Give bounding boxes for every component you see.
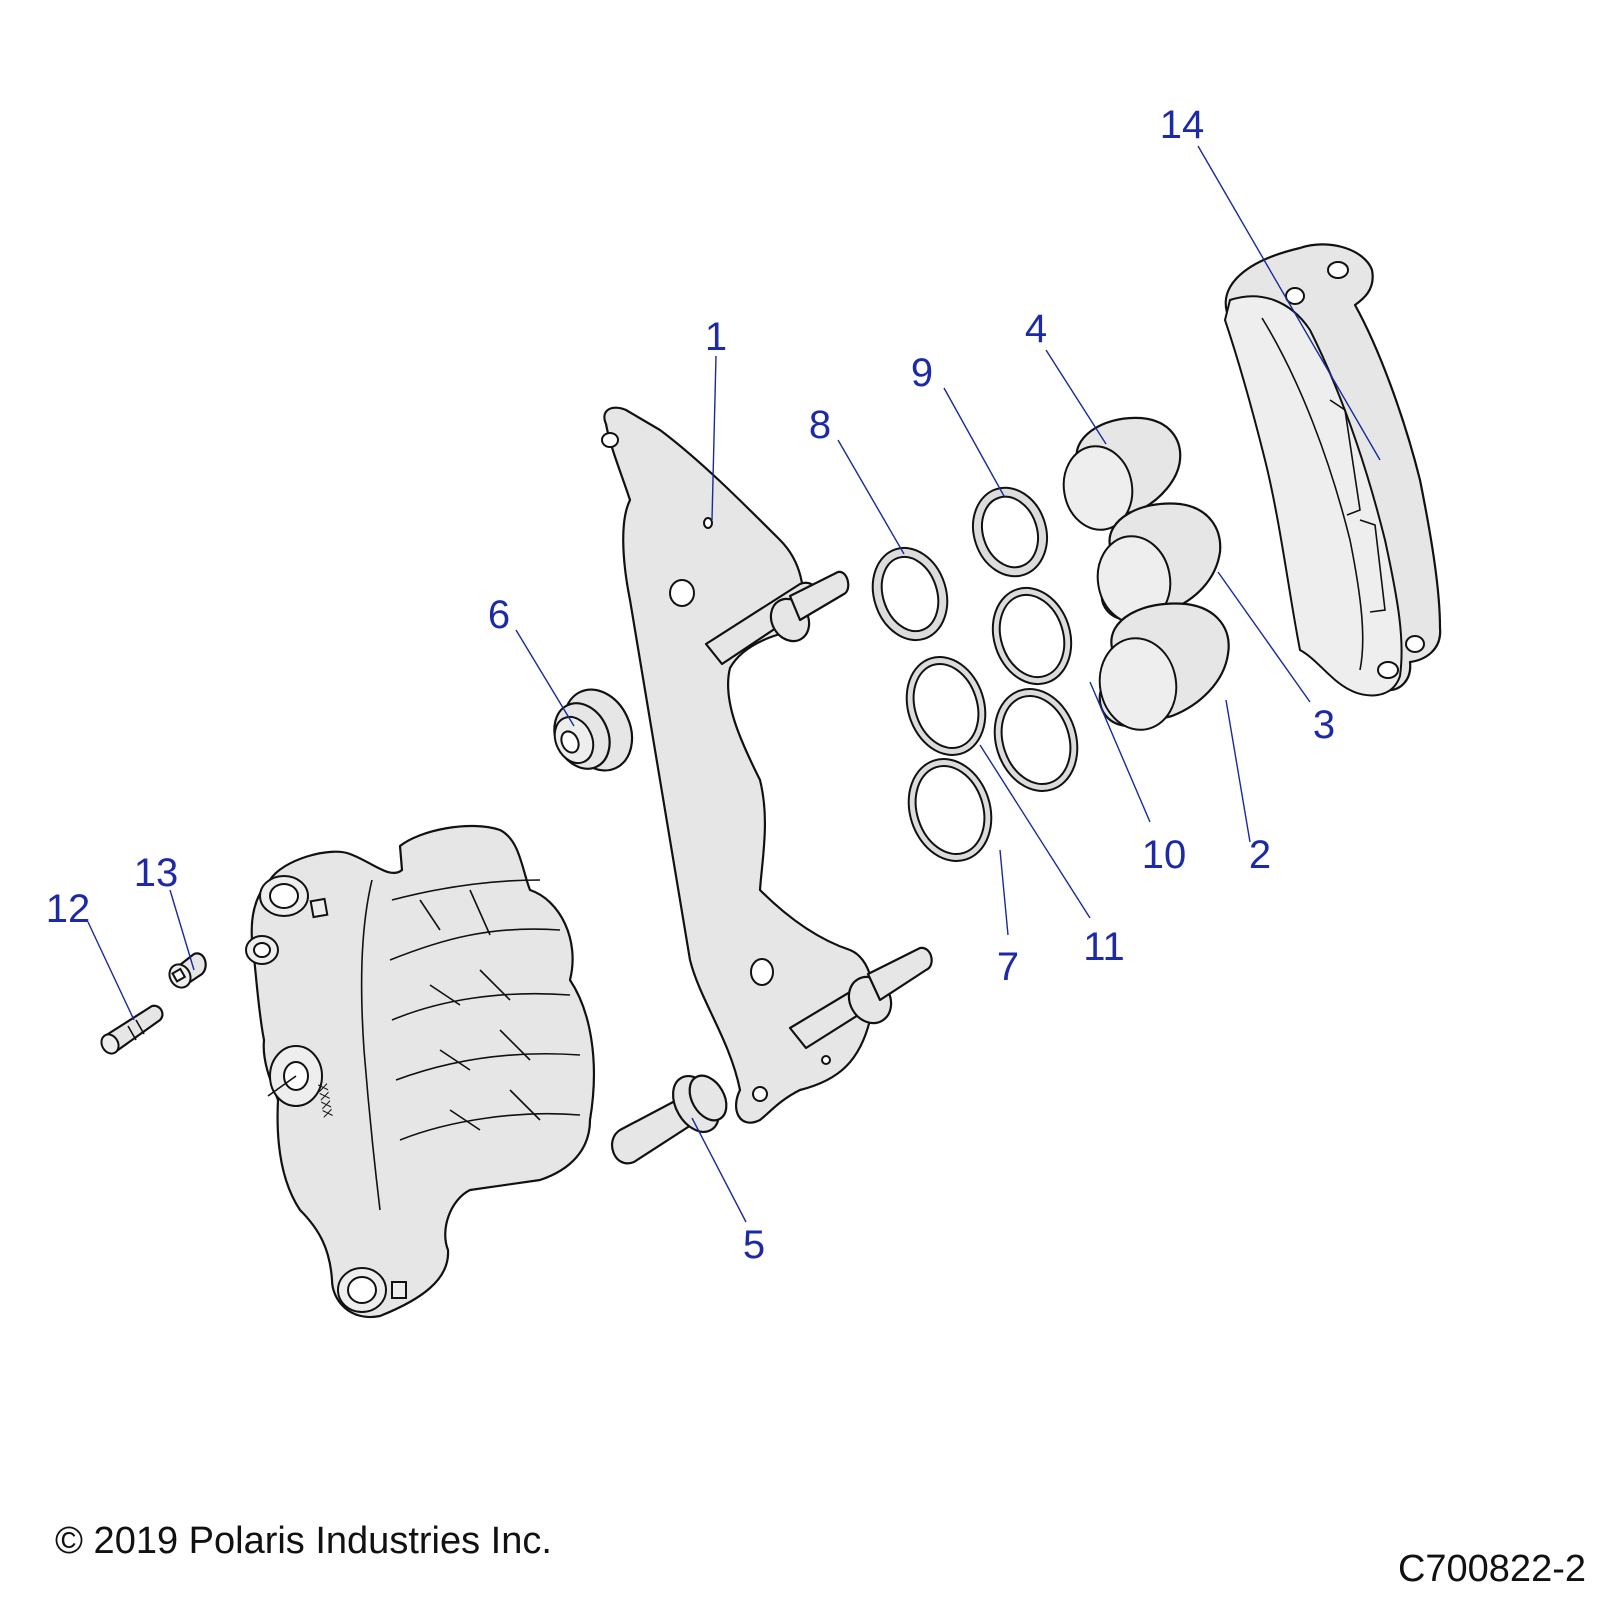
leader-12	[87, 921, 135, 1021]
leader-5	[691, 1117, 747, 1223]
leader-9	[943, 387, 1005, 497]
boot-part-6[interactable]	[544, 678, 645, 781]
seal-ring-part-9[interactable]	[962, 478, 1058, 586]
piston-part-2[interactable]	[1093, 602, 1230, 735]
seal-ring-part-10[interactable]	[981, 578, 1084, 695]
leader-2	[1225, 699, 1251, 843]
leader-1	[711, 355, 717, 521]
callout-3: 3	[1313, 703, 1335, 747]
leader-7	[999, 849, 1009, 936]
callout-4: 4	[1025, 307, 1047, 351]
seal-ring-part-10b[interactable]	[982, 678, 1090, 802]
slide-pin-part-5[interactable]	[610, 1068, 734, 1165]
piston-part-4[interactable]	[1057, 416, 1182, 535]
callout-labels: 1 2 3 4 5 6 7 8 9 10 11 12 13 14	[46, 103, 1335, 1267]
leader-lines	[87, 145, 1381, 1223]
leader-11	[979, 744, 1091, 919]
callout-13: 13	[134, 851, 179, 895]
leader-4	[1045, 349, 1107, 445]
callout-6: 6	[488, 593, 510, 637]
callout-5: 5	[743, 1223, 765, 1267]
callout-14: 14	[1160, 103, 1205, 147]
seal-ring-part-8[interactable]	[861, 538, 959, 650]
callout-11: 11	[1083, 925, 1125, 969]
bleeder-cap-part-13[interactable]	[165, 952, 207, 991]
seal-ring-part-11[interactable]	[894, 647, 997, 766]
piston-part-3[interactable]	[1091, 502, 1222, 629]
leader-10	[1089, 681, 1151, 823]
leader-6	[515, 629, 575, 727]
leader-13	[169, 889, 195, 971]
callout-1: 1	[705, 315, 727, 359]
leader-8	[837, 439, 905, 555]
caliper-marking: XXXX	[315, 1082, 336, 1119]
callout-12: 12	[46, 887, 91, 931]
callout-9: 9	[911, 351, 933, 395]
caliper-body[interactable]: XXXX	[245, 824, 595, 1319]
brake-pad-part-14[interactable]	[1223, 243, 1442, 697]
callout-2: 2	[1249, 833, 1271, 877]
seal-ring-part-7[interactable]	[896, 748, 1004, 872]
leader-14	[1197, 145, 1381, 461]
callout-7: 7	[997, 945, 1019, 989]
copyright-notice: © 2019 Polaris Industries Inc.	[55, 1520, 552, 1562]
figure-id: C700822-2	[1397, 1548, 1586, 1590]
callout-8: 8	[809, 403, 831, 447]
caliper-bracket-part-1[interactable]	[601, 406, 933, 1124]
callout-10: 10	[1142, 833, 1187, 877]
leader-3	[1217, 571, 1311, 703]
bleeder-screw-part-12[interactable]	[98, 1004, 164, 1057]
